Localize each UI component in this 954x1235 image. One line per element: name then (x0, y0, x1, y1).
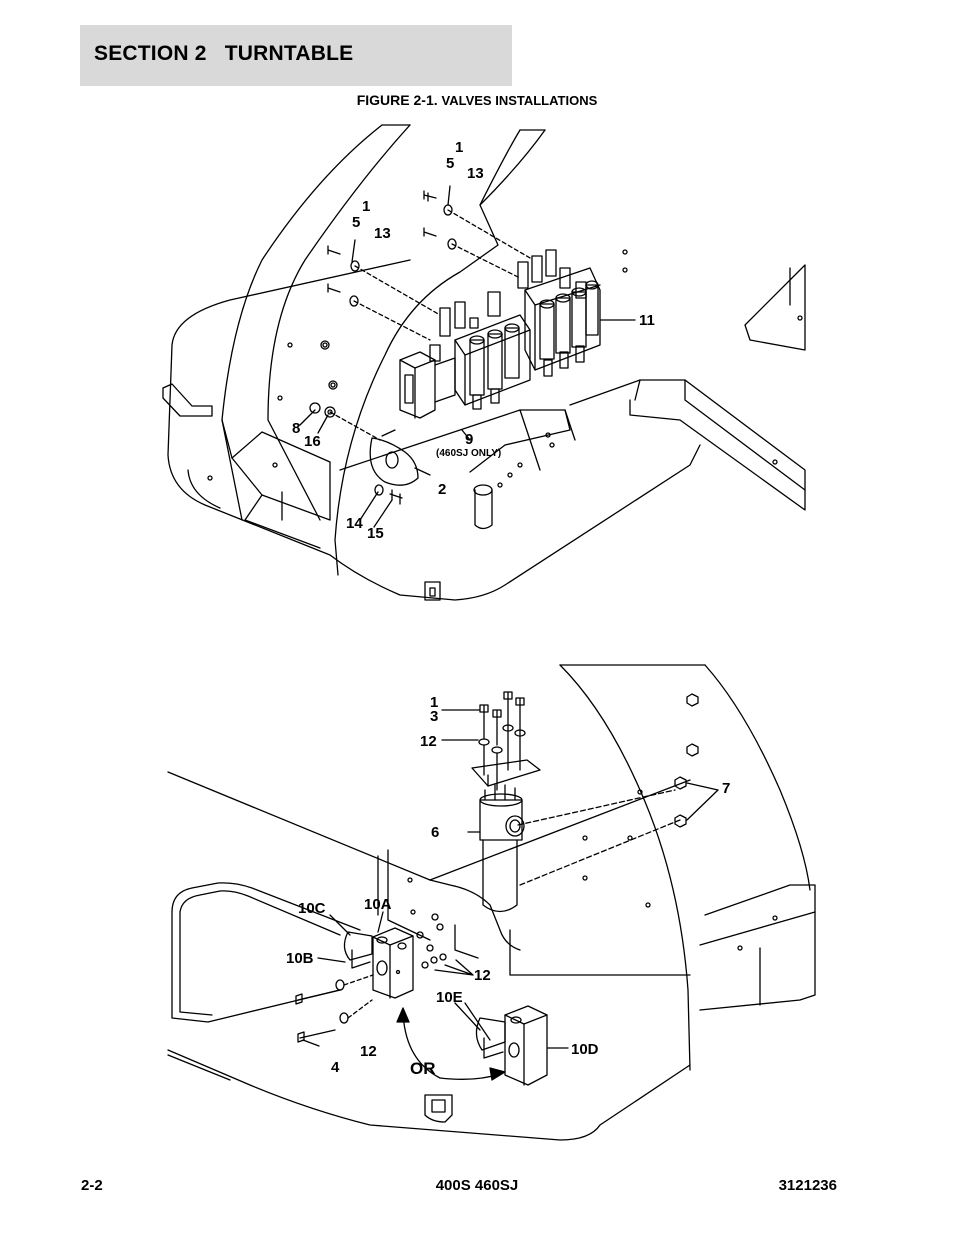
callout-12-top: 12 (420, 733, 437, 750)
callout-11: 11 (639, 312, 655, 329)
callout-or: OR (410, 1059, 436, 1078)
callout-1-bottom: 1 (430, 694, 438, 711)
footer-page-number: 2-2 (81, 1177, 103, 1194)
callout-16: 16 (304, 433, 321, 450)
callout-7: 7 (722, 780, 730, 797)
callout-1-lower: 1 (362, 198, 370, 215)
callout-10e: 10E (436, 989, 463, 1006)
callout-13-upper: 13 (467, 165, 484, 182)
callout-2: 2 (438, 481, 446, 498)
callout-3: 3 (430, 708, 438, 725)
callout-5-lower: 5 (352, 214, 360, 231)
callout-10a: 10A (364, 896, 392, 913)
callout-9-note: (460SJ ONLY) (436, 448, 501, 459)
callout-5-upper: 5 (446, 155, 454, 172)
callout-10c: 10C (298, 900, 326, 917)
figure-caption: VALVES INSTALLATIONS (441, 93, 598, 108)
callout-10b: 10B (286, 950, 314, 967)
callout-10d: 10D (571, 1041, 599, 1058)
figure-title: FIGURE 2-1. VALVES INSTALLATIONS (0, 92, 954, 108)
section-header: SECTION 2 TURNTABLE (80, 25, 512, 86)
top-turntable-assembly (162, 124, 806, 601)
footer-model: 400S 460SJ (435, 1177, 519, 1194)
callout-15: 15 (367, 525, 384, 542)
bottom-turntable-assembly (167, 664, 816, 1141)
section-title: SECTION 2 TURNTABLE (94, 42, 354, 65)
footer-doc-number: 3121236 (778, 1177, 837, 1194)
callout-6: 6 (431, 824, 439, 841)
callout-9: 9 (465, 431, 473, 448)
callout-13-lower: 13 (374, 225, 391, 242)
callout-12-middle: 12 (474, 967, 491, 984)
callout-4: 4 (331, 1059, 340, 1076)
callout-1-upper: 1 (455, 139, 463, 156)
callout-12-bottom: 12 (360, 1043, 377, 1060)
callout-8: 8 (292, 420, 300, 437)
callout-14: 14 (346, 515, 363, 532)
figure-number: FIGURE 2-1. (356, 92, 438, 108)
